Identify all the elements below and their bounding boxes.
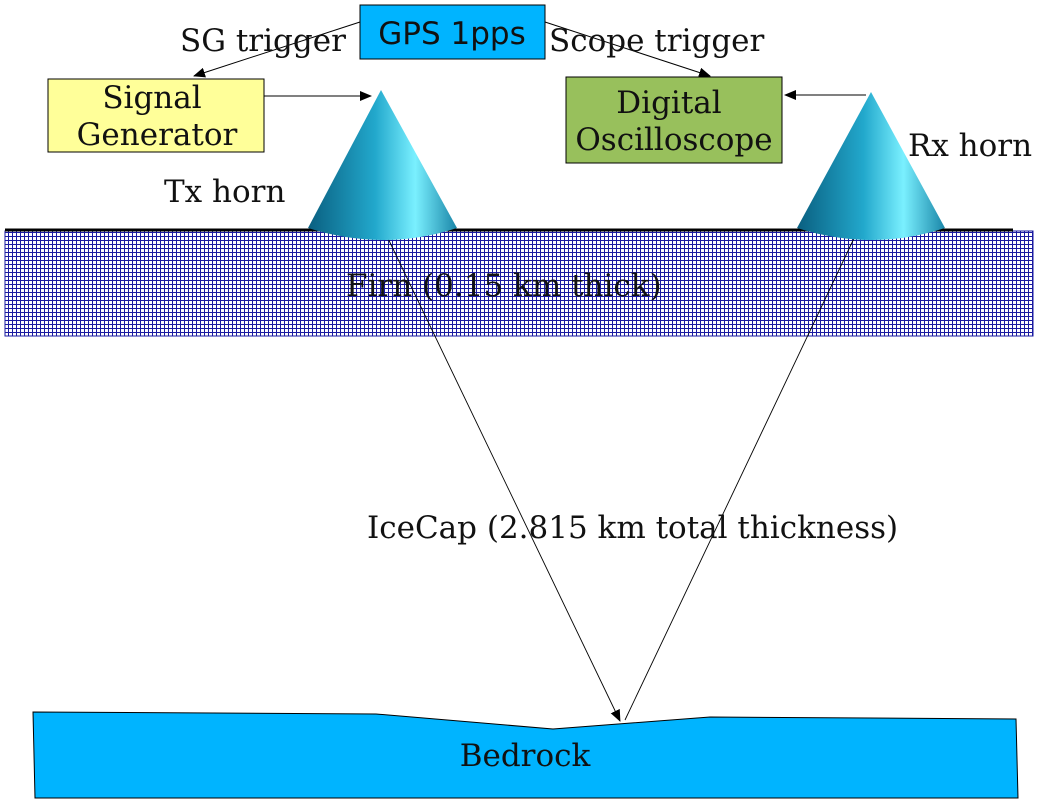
gps-to-scope-arrow — [544, 21, 711, 78]
gps-label: GPS 1pps — [378, 16, 525, 52]
signal-generator-label-line1: Signal — [102, 80, 201, 116]
ray-up-path — [624, 231, 858, 721]
icecap-label: IceCap (2.815 km total thickness) — [367, 510, 898, 546]
gps-to-sg-arrow — [193, 21, 361, 78]
bedrock-label: Bedrock — [460, 738, 591, 774]
rx-horn-label: Rx horn — [908, 128, 1032, 164]
tx-horn-icon — [308, 90, 457, 240]
bedrock-shape — [32, 711, 1019, 799]
signal-generator-label-line2: Generator — [77, 117, 238, 153]
rx-horn-icon — [797, 92, 945, 240]
firn-layer — [4, 230, 1034, 337]
oscilloscope-label-line2: Oscilloscope — [575, 122, 772, 158]
oscilloscope-box — [565, 76, 783, 164]
signal-generator-box — [47, 78, 265, 153]
tx-horn-label: Tx horn — [164, 174, 285, 210]
oscilloscope-label-line1: Digital — [616, 85, 721, 121]
ray-down-path — [382, 227, 621, 722]
sg-trigger-label: SG trigger — [180, 23, 346, 59]
gps-box — [359, 4, 546, 60]
scope-trigger-label: Scope trigger — [549, 23, 765, 59]
firn-label: Firn (0.15 km thick) — [346, 268, 662, 304]
